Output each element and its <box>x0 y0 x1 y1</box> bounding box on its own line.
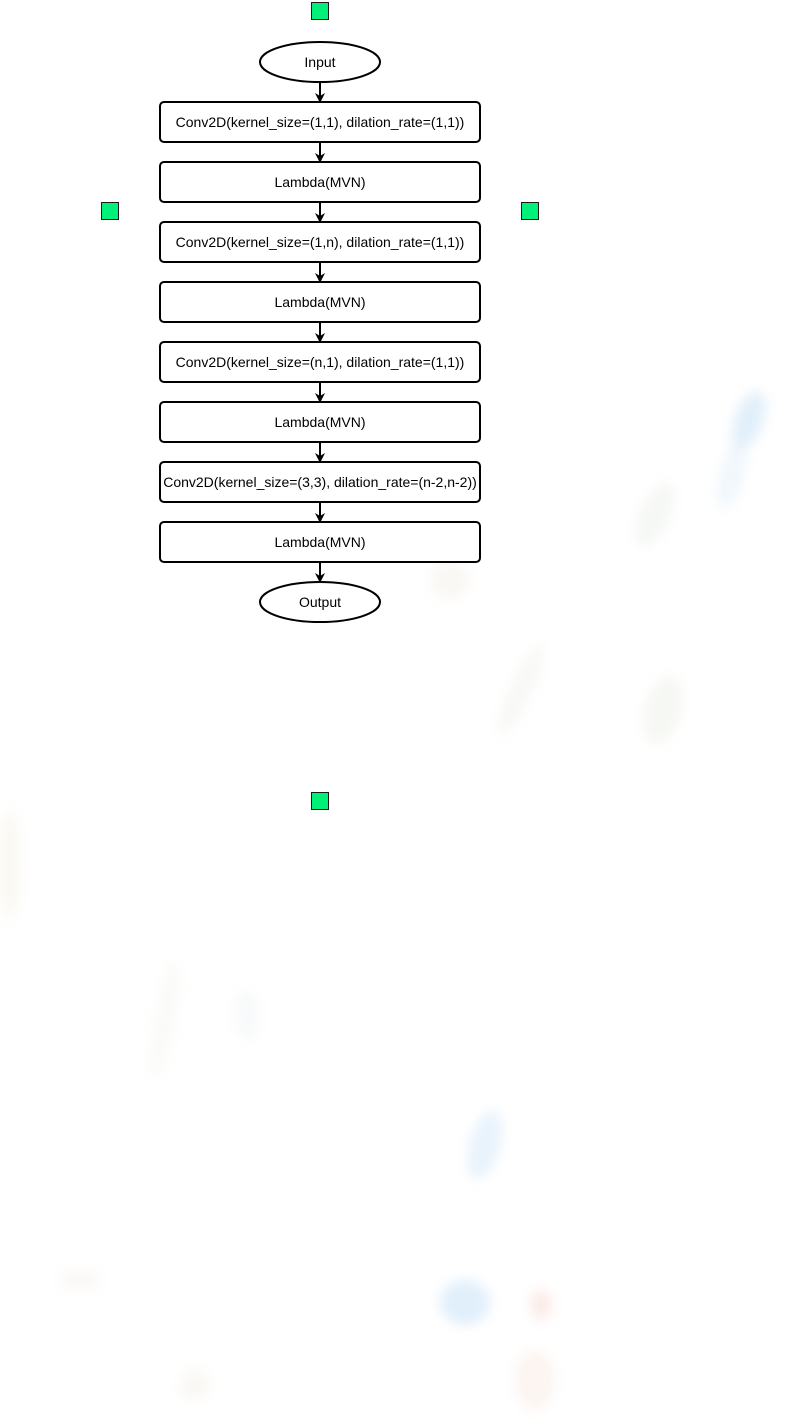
node-output[interactable]: Output <box>259 581 381 623</box>
conv1-label: Conv2D(kernel_size=(1,1), dilation_rate=… <box>176 114 465 130</box>
mvn1-box <box>159 161 481 203</box>
conv3-box <box>159 341 481 383</box>
node-conv4[interactable]: Conv2D(kernel_size=(3,3), dilation_rate=… <box>159 461 481 503</box>
node-mvn3[interactable]: Lambda(MVN) <box>159 401 481 443</box>
conv3-label: Conv2D(kernel_size=(n,1), dilation_rate=… <box>176 354 465 370</box>
node-conv2[interactable]: Conv2D(kernel_size=(1,n), dilation_rate=… <box>159 221 481 263</box>
node-conv3[interactable]: Conv2D(kernel_size=(n,1), dilation_rate=… <box>159 341 481 383</box>
output-ellipse <box>259 581 381 623</box>
handle-bottom[interactable] <box>311 792 329 810</box>
handle-right[interactable] <box>521 202 539 220</box>
node-conv1[interactable]: Conv2D(kernel_size=(1,1), dilation_rate=… <box>159 101 481 143</box>
mvn2-label: Lambda(MVN) <box>274 294 365 310</box>
node-mvn1[interactable]: Lambda(MVN) <box>159 161 481 203</box>
conv1-box <box>159 101 481 143</box>
mvn3-box <box>159 401 481 443</box>
node-mvn4[interactable]: Lambda(MVN) <box>159 521 481 563</box>
input-label: Input <box>304 54 335 70</box>
mvn4-box <box>159 521 481 563</box>
conv2-label: Conv2D(kernel_size=(1,n), dilation_rate=… <box>176 234 465 250</box>
mvn3-label: Lambda(MVN) <box>274 414 365 430</box>
mvn4-label: Lambda(MVN) <box>274 534 365 550</box>
output-label: Output <box>299 594 341 610</box>
input-ellipse <box>259 41 381 83</box>
conv2-box <box>159 221 481 263</box>
conv4-label: Conv2D(kernel_size=(3,3), dilation_rate=… <box>163 474 477 490</box>
mvn2-box <box>159 281 481 323</box>
node-input[interactable]: Input <box>259 41 381 83</box>
handle-top[interactable] <box>311 2 329 20</box>
mvn1-label: Lambda(MVN) <box>274 174 365 190</box>
handle-left[interactable] <box>101 202 119 220</box>
conv4-box <box>159 461 481 503</box>
node-mvn2[interactable]: Lambda(MVN) <box>159 281 481 323</box>
